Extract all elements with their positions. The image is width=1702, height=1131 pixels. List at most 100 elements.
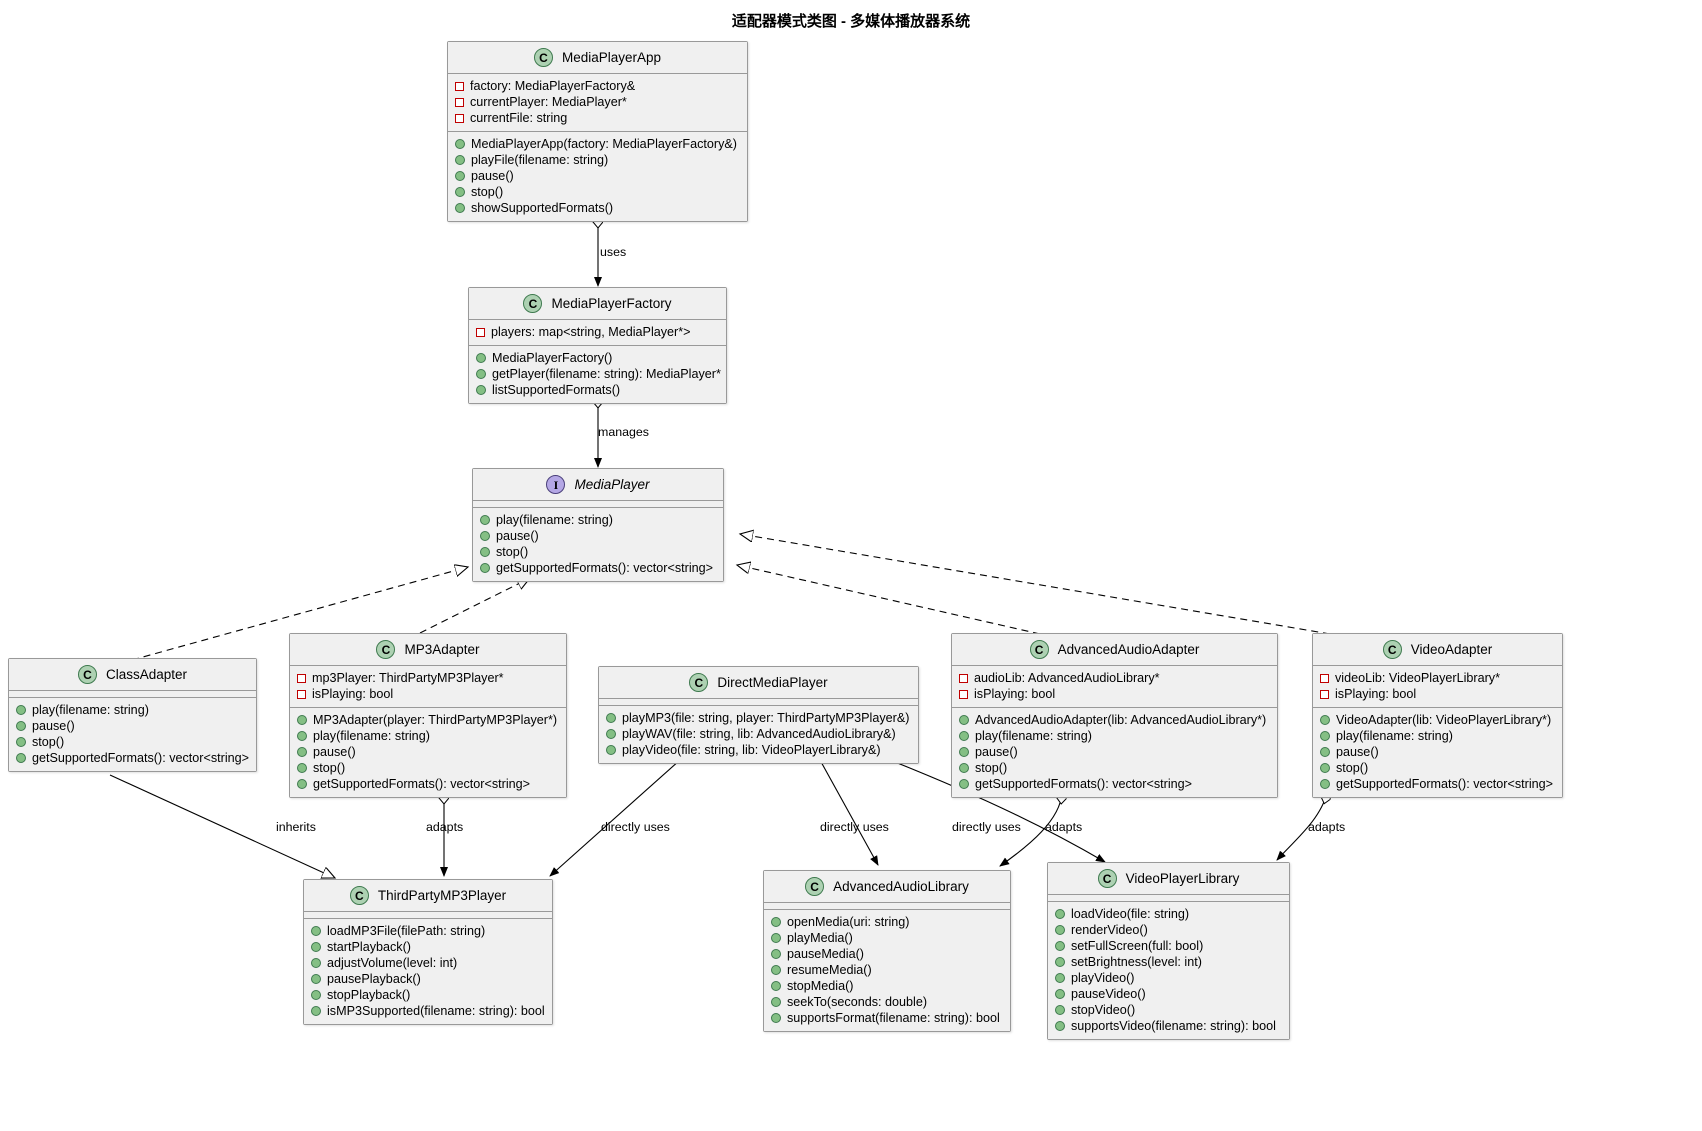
edge-label-directly-uses-video: directly uses — [952, 820, 1021, 834]
method-row: listSupportedFormats() — [469, 382, 726, 398]
method-row: pause() — [448, 168, 747, 184]
attribute-label: isPlaying: bool — [974, 687, 1056, 701]
edge-realize-videoadapter — [740, 534, 1331, 635]
public-visibility-icon — [16, 705, 26, 715]
attributes-compartment: mp3Player: ThirdPartyMP3Player*isPlaying… — [290, 666, 566, 708]
method-label: setFullScreen(full: bool) — [1071, 939, 1204, 953]
method-label: pause() — [313, 745, 356, 759]
method-row: playMP3(file: string, player: ThirdParty… — [599, 710, 918, 726]
method-label: stop() — [32, 735, 65, 749]
public-visibility-icon — [16, 721, 26, 731]
method-row: setBrightness(level: int) — [1048, 954, 1289, 970]
public-visibility-icon — [480, 563, 490, 573]
method-label: playWAV(file: string, lib: AdvancedAudio… — [622, 727, 896, 741]
method-label: pause() — [1336, 745, 1379, 759]
public-visibility-icon — [476, 385, 486, 395]
method-label: getSupportedFormats(): vector<string> — [313, 777, 530, 791]
method-row: renderVideo() — [1048, 922, 1289, 938]
methods-compartment: play(filename: string)pause()stop()getSu… — [473, 508, 723, 581]
public-visibility-icon — [1055, 1021, 1065, 1031]
method-row: getPlayer(filename: string): MediaPlayer… — [469, 366, 726, 382]
method-label: MediaPlayerFactory() — [492, 351, 613, 365]
public-visibility-icon — [455, 203, 465, 213]
public-visibility-icon — [606, 745, 616, 755]
public-visibility-icon — [959, 747, 969, 757]
class-badge-icon: C — [523, 294, 543, 313]
method-label: VideoAdapter(lib: VideoPlayerLibrary*) — [1336, 713, 1552, 727]
method-row: adjustVolume(level: int) — [304, 955, 552, 971]
class-name: MediaPlayerApp — [561, 50, 662, 65]
method-label: seekTo(seconds: double) — [787, 995, 928, 1009]
method-row: stop() — [952, 760, 1277, 776]
class-name: VideoAdapter — [1410, 642, 1493, 657]
public-visibility-icon — [1320, 779, 1330, 789]
method-label: stop() — [313, 761, 346, 775]
method-row: MediaPlayerApp(factory: MediaPlayerFacto… — [448, 136, 747, 152]
public-visibility-icon — [311, 942, 321, 952]
class-name: MP3Adapter — [404, 642, 480, 657]
attribute-row: isPlaying: bool — [290, 686, 566, 702]
public-visibility-icon — [476, 369, 486, 379]
class-badge-icon: C — [1382, 640, 1402, 659]
method-row: AdvancedAudioAdapter(lib: AdvancedAudioL… — [952, 712, 1277, 728]
method-row: playFile(filename: string) — [448, 152, 747, 168]
method-row: stop() — [1313, 760, 1562, 776]
edge-label-adapts-audio: adapts — [1045, 820, 1083, 834]
method-label: loadVideo(file: string) — [1071, 907, 1190, 921]
public-visibility-icon — [1055, 973, 1065, 983]
method-row: stopVideo() — [1048, 1002, 1289, 1018]
public-visibility-icon — [771, 965, 781, 975]
public-visibility-icon — [771, 981, 781, 991]
private-visibility-icon — [1320, 689, 1329, 699]
public-visibility-icon — [959, 779, 969, 789]
method-label: play(filename: string) — [32, 703, 149, 717]
private-visibility-icon — [1320, 673, 1329, 683]
attribute-label: currentFile: string — [470, 111, 568, 125]
method-row: loadMP3File(filePath: string) — [304, 923, 552, 939]
method-label: startPlayback() — [327, 940, 411, 954]
attributes-compartment — [764, 903, 1010, 910]
attribute-row: factory: MediaPlayerFactory& — [448, 78, 747, 94]
method-label: pause() — [496, 529, 539, 543]
public-visibility-icon — [606, 729, 616, 739]
method-row: getSupportedFormats(): vector<string> — [952, 776, 1277, 792]
attribute-row: mp3Player: ThirdPartyMP3Player* — [290, 670, 566, 686]
public-visibility-icon — [297, 731, 307, 741]
public-visibility-icon — [1320, 747, 1330, 757]
class-badge-icon: C — [805, 877, 825, 896]
method-label: stop() — [471, 185, 504, 199]
class-name: MediaPlayer — [574, 477, 650, 492]
method-label: playVideo(file: string, lib: VideoPlayer… — [622, 743, 881, 757]
method-row: stop() — [9, 734, 256, 750]
method-label: stopPlayback() — [327, 988, 411, 1002]
class-name: ClassAdapter — [105, 667, 188, 682]
method-label: supportsFormat(filename: string): bool — [787, 1011, 1000, 1025]
method-label: stop() — [1336, 761, 1369, 775]
methods-compartment: MediaPlayerApp(factory: MediaPlayerFacto… — [448, 132, 747, 221]
class-name: ThirdPartyMP3Player — [377, 888, 507, 903]
method-row: getSupportedFormats(): vector<string> — [473, 560, 723, 576]
method-row: pause() — [473, 528, 723, 544]
public-visibility-icon — [311, 958, 321, 968]
methods-compartment: MP3Adapter(player: ThirdPartyMP3Player*)… — [290, 708, 566, 797]
method-label: playMedia() — [787, 931, 853, 945]
class-name: AdvancedAudioLibrary — [833, 879, 969, 894]
method-label: getSupportedFormats(): vector<string> — [1336, 777, 1553, 791]
attribute-row: currentFile: string — [448, 110, 747, 126]
method-label: pause() — [975, 745, 1018, 759]
method-row: supportsFormat(filename: string): bool — [764, 1010, 1010, 1026]
